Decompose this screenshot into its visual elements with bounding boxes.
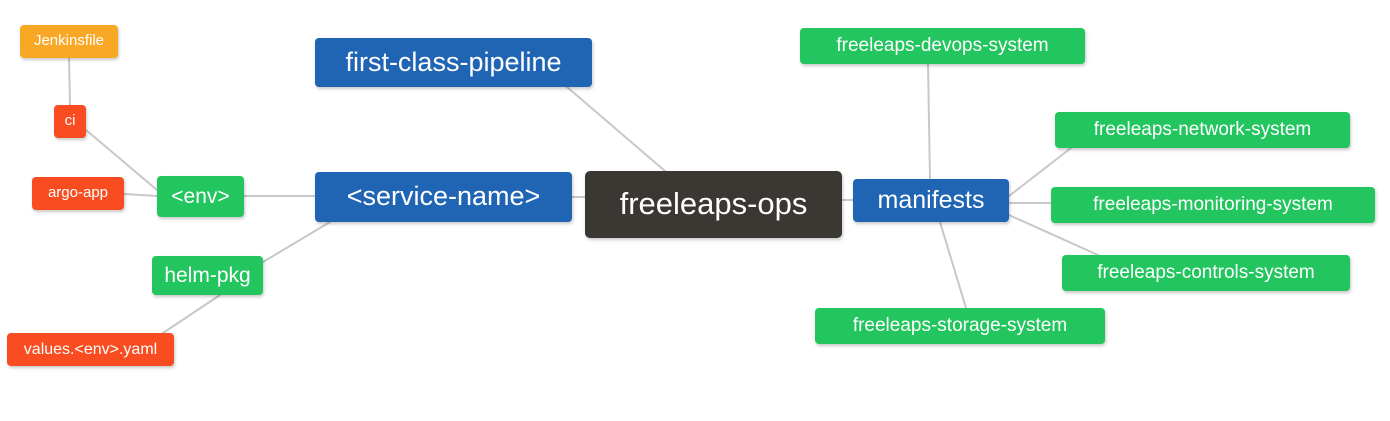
node-freeleaps-devops-system[interactable]: freeleaps-devops-system [800,28,1085,64]
node-label-helm-pkg: helm-pkg [164,263,251,287]
edge-first-class-pipeline-to-freeleaps-ops [566,86,666,172]
node-label-ci: ci [64,112,76,130]
node-argo-app[interactable]: argo-app [32,177,124,210]
node-label-freeleaps-network-system: freeleaps-network-system [1093,118,1312,140]
node-freeleaps-storage-system[interactable]: freeleaps-storage-system [815,308,1105,344]
node-env[interactable]: <env> [157,176,244,217]
edge-values-yaml-to-helm-pkg [162,294,221,334]
node-label-env: <env> [171,184,230,208]
node-ci[interactable]: ci [54,105,86,138]
node-freeleaps-ops[interactable]: freeleaps-ops [585,171,842,238]
node-jenkinsfile[interactable]: Jenkinsfile [20,25,118,58]
node-values-yaml[interactable]: values.<env>.yaml [7,333,174,366]
node-label-freeleaps-ops: freeleaps-ops [619,186,808,222]
node-freeleaps-controls-system[interactable]: freeleaps-controls-system [1062,255,1350,291]
node-label-service-name: <service-name> [346,181,541,212]
node-label-jenkinsfile: Jenkinsfile [33,32,105,50]
node-freeleaps-network-system[interactable]: freeleaps-network-system [1055,112,1350,148]
node-manifests[interactable]: manifests [853,179,1009,222]
node-helm-pkg[interactable]: helm-pkg [152,256,263,295]
node-label-freeleaps-storage-system: freeleaps-storage-system [852,314,1068,336]
edge-manifests-to-freeleaps-storage-system [939,221,967,309]
node-label-freeleaps-monitoring-system: freeleaps-monitoring-system [1093,193,1333,215]
edge-jenkinsfile-to-ci [68,57,71,106]
node-first-class-pipeline[interactable]: first-class-pipeline [315,38,592,87]
edge-helm-pkg-to-service-name [262,221,331,263]
node-label-argo-app: argo-app [47,184,109,202]
node-label-values-yaml: values.<env>.yaml [23,340,158,358]
node-label-freeleaps-controls-system: freeleaps-controls-system [1097,261,1315,283]
node-label-first-class-pipeline: first-class-pipeline [345,46,562,77]
node-label-manifests: manifests [877,185,985,214]
node-freeleaps-monitoring-system[interactable]: freeleaps-monitoring-system [1051,187,1375,223]
node-label-freeleaps-devops-system: freeleaps-devops-system [836,34,1049,56]
edge-manifests-to-freeleaps-devops-system [927,63,931,180]
edge-argo-app-to-env [123,193,158,197]
node-service-name[interactable]: <service-name> [315,172,572,222]
